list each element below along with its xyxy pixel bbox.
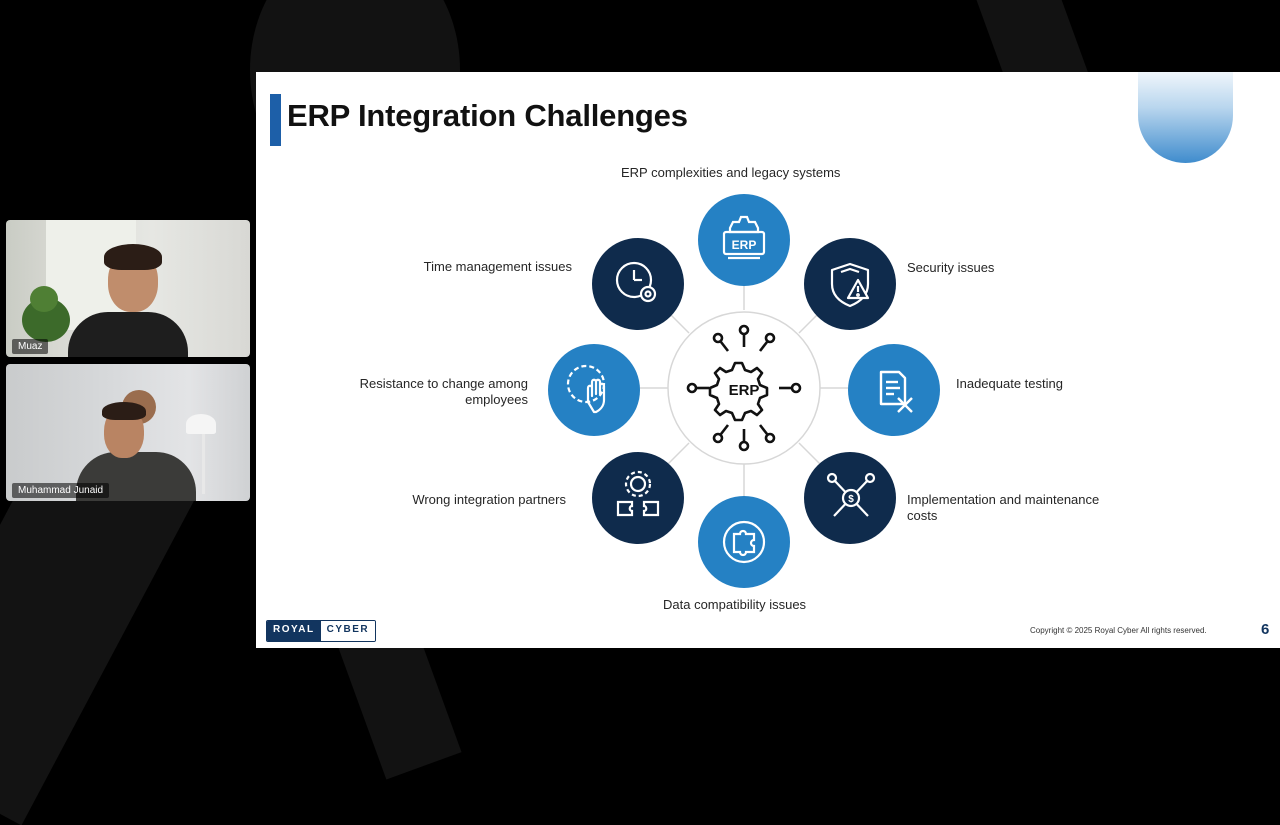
svg-text:ERP: ERP (732, 238, 757, 252)
svg-text:$: $ (848, 494, 854, 505)
title-accent-bar (270, 94, 281, 146)
label-data-compatibility: Data compatibility issues (663, 597, 807, 612)
label-resistance-to-change: Resistance to change among employees (318, 376, 528, 408)
video-tile-muhammad-junaid[interactable]: Muhammad Junaid (6, 364, 250, 501)
person (68, 312, 188, 357)
challenges-diagram: ERP ERP (548, 194, 940, 588)
label-implementation-costs: Implementation and maintenance costs (907, 492, 1099, 524)
participant-name: Muhammad Junaid (12, 483, 110, 498)
puzzle-cycle-icon (698, 496, 790, 588)
tools-dollar-icon: $ (804, 452, 896, 544)
person-hair (102, 402, 146, 420)
label-line: employees (465, 392, 528, 407)
label-time-management: Time management issues (423, 259, 572, 274)
gear-puzzle-icon (592, 452, 684, 544)
copyright-text: Copyright © 2025 Royal Cyber All rights … (1030, 626, 1207, 635)
person-hair (104, 244, 162, 270)
video-tile-muaz[interactable]: Muaz (6, 220, 250, 357)
label-line: Resistance to change among (359, 376, 528, 391)
plant (30, 286, 58, 312)
erp-center-icon: ERP (667, 311, 821, 465)
hand-stop-icon (548, 344, 640, 436)
label-security-issues: Security issues (907, 260, 995, 275)
label-inadequate-testing: Inadequate testing (956, 376, 1063, 391)
shared-slide: ERP Integration Challenges (256, 72, 1280, 648)
label-line: costs (907, 508, 938, 523)
decorative-shape (1138, 72, 1233, 163)
lamp-stand (202, 434, 205, 494)
participant-name: Muaz (12, 339, 49, 354)
lamp (186, 414, 216, 434)
label-line: Implementation and maintenance (907, 492, 1100, 507)
clock-gear-icon (592, 238, 684, 330)
svg-text:ERP: ERP (729, 382, 760, 399)
erp-gear-icon: ERP (698, 194, 790, 286)
page-number: 6 (1261, 621, 1270, 638)
shield-warning-icon (804, 238, 896, 330)
document-x-icon (848, 344, 940, 436)
slide-title: ERP Integration Challenges (287, 98, 688, 133)
label-erp-complexities: ERP complexities and legacy systems (621, 165, 841, 180)
label-wrong-partners: Wrong integration partners (412, 492, 566, 507)
royal-cyber-logo: ROYAL CYBER (266, 620, 377, 642)
